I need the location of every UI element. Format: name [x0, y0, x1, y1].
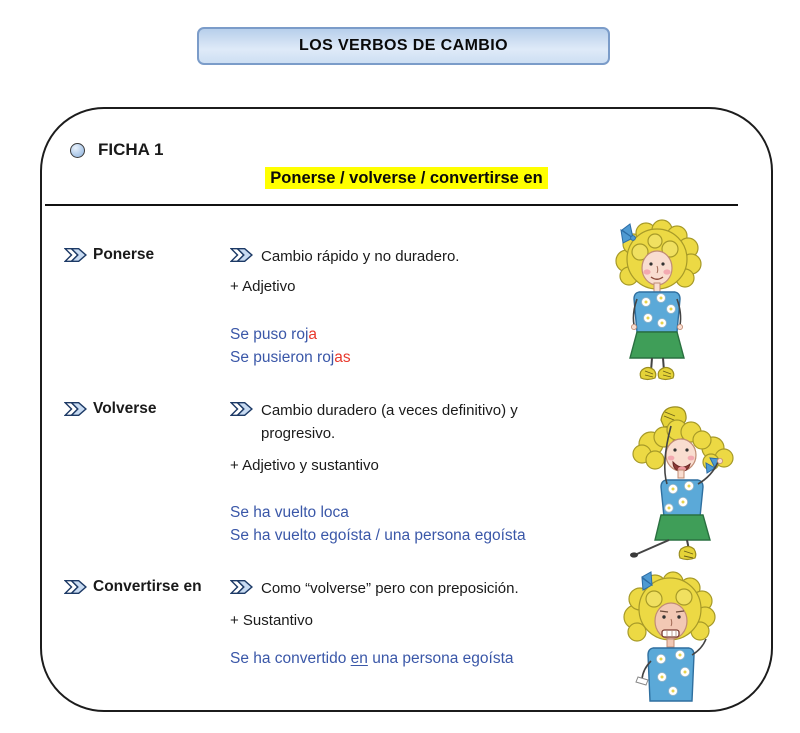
ficha-header: FICHA 1 — [70, 140, 164, 160]
section-label: Volverse — [93, 400, 157, 417]
girl-standing-illustration — [600, 219, 715, 389]
section-content: Cambio duradero (a veces definitivo) y p… — [230, 399, 602, 547]
card-subtitle-row: Ponerse / volverse / convertirse en — [42, 167, 771, 189]
section-label-col: Convertirse en — [64, 577, 230, 670]
section-label: Ponerse — [93, 246, 155, 263]
example-sentences: Se puso roja Se pusieron rojas — [230, 323, 602, 369]
chevron-arrow-icon — [64, 247, 87, 263]
example-text-red: as — [334, 349, 351, 366]
divider-line — [45, 204, 738, 206]
title-banner: LOS VERBOS DE CAMBIO — [197, 27, 610, 65]
example-text-underlined: en — [350, 650, 368, 667]
section-label-col: Volverse — [64, 399, 230, 547]
chevron-arrow-icon — [230, 401, 253, 417]
example-line: Se puso roja — [230, 323, 602, 346]
example-line: Se ha convertido en una persona egoísta — [230, 647, 602, 670]
page-title: LOS VERBOS DE CAMBIO — [299, 37, 508, 54]
example-line: Se ha vuelto egoísta / una persona egoís… — [230, 527, 526, 544]
chevron-arrow-icon — [64, 401, 87, 417]
example-text-red: a — [308, 326, 318, 343]
example-text-blue: una persona egoísta — [367, 650, 514, 667]
section-volverse: Volverse Cambio duradero (a veces defini… — [64, 399, 602, 547]
section-content: Como “volverse” pero con preposición. + … — [230, 577, 602, 670]
ficha-card: FICHA 1 Ponerse / volverse / convertirse… — [40, 107, 773, 712]
card-subtitle: Ponerse / volverse / convertirse en — [265, 167, 548, 189]
section-ponerse: Ponerse Cambio rápido y no duradero. + A… — [64, 245, 602, 369]
chevron-arrow-icon — [64, 579, 87, 595]
section-description: Cambio rápido y no duradero. — [261, 248, 460, 265]
section-label: Convertirse en — [93, 578, 202, 595]
section-description: Cambio duradero (a veces definitivo) y p… — [261, 402, 518, 442]
example-sentences: Se ha vuelto loca Se ha vuelto egoísta /… — [230, 501, 602, 547]
section-complement: + Adjetivo y sustantivo — [230, 457, 379, 474]
girl-annoyed-illustration — [610, 569, 730, 712]
section-complement: + Sustantivo — [230, 612, 313, 629]
girl-cheering-illustration — [617, 392, 747, 569]
chevron-arrow-icon — [230, 247, 253, 263]
example-sentences: Se ha convertido en una persona egoísta — [230, 647, 602, 670]
example-line: Se ha vuelto loca — [230, 504, 349, 521]
chevron-arrow-icon — [230, 579, 253, 595]
example-text-blue: Se puso roj — [230, 326, 309, 343]
example-text-blue: Se ha convertido — [230, 650, 351, 667]
section-complement: + Adjetivo — [230, 278, 296, 295]
ficha-label: FICHA 1 — [98, 140, 164, 159]
circle-bullet-icon — [70, 142, 85, 158]
section-description: Como “volverse” pero con preposición. — [261, 580, 519, 597]
example-line: Se pusieron rojas — [230, 346, 602, 369]
section-content: Cambio rápido y no duradero. + Adjetivo … — [230, 245, 602, 369]
section-label-col: Ponerse — [64, 245, 230, 369]
example-text-blue: Se pusieron roj — [230, 349, 335, 366]
section-convertirse: Convertirse en Como “volverse” pero con … — [64, 577, 602, 670]
